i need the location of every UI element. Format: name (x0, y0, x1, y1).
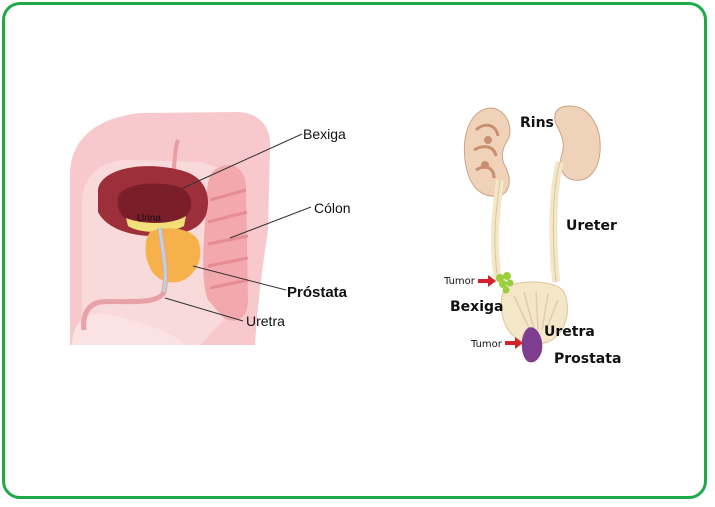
label-tumor-upper: Tumor (443, 276, 476, 287)
label-ureter: Ureter (566, 218, 617, 234)
tumor-prostate (521, 327, 543, 363)
leg-contour (72, 313, 185, 345)
leader-prostata (192, 265, 287, 291)
label-prostata-right: Prostata (554, 351, 621, 367)
bladder-inner (117, 183, 192, 225)
label-urina: Urina (137, 213, 161, 224)
bladder-folds (513, 291, 559, 331)
ureter-left (490, 179, 504, 283)
label-uretra-right: Uretra (544, 324, 595, 340)
urine (126, 216, 186, 232)
label-prostata-left: Próstata (287, 284, 348, 301)
label-colon: Cólon (314, 200, 351, 216)
label-uretra-left: Uretra (246, 313, 285, 329)
label-rins: Rins (520, 115, 554, 131)
kidney-right (554, 105, 601, 181)
colon (203, 164, 249, 321)
label-tumor-lower: Tumor (470, 339, 503, 350)
label-bexiga-left: Bexiga (303, 126, 346, 142)
arrow-tumor-lower-icon (505, 337, 523, 349)
tumor-bladder (496, 272, 514, 294)
leader-bexiga (182, 133, 303, 189)
leader-uretra (164, 297, 244, 322)
male-pelvis-cross-section: Urina Bexiga Cólon Próstata Uretra (70, 112, 351, 345)
kidney-left (463, 107, 511, 197)
leader-colon (229, 206, 312, 239)
arrow-tumor-upper-icon (478, 275, 496, 287)
bladder-right (500, 281, 568, 345)
label-bexiga-right: Bexiga (450, 299, 503, 315)
urinary-tract-diagram: Rins Ureter Tumor Bexiga Uretra Tumor Pr… (443, 105, 621, 367)
